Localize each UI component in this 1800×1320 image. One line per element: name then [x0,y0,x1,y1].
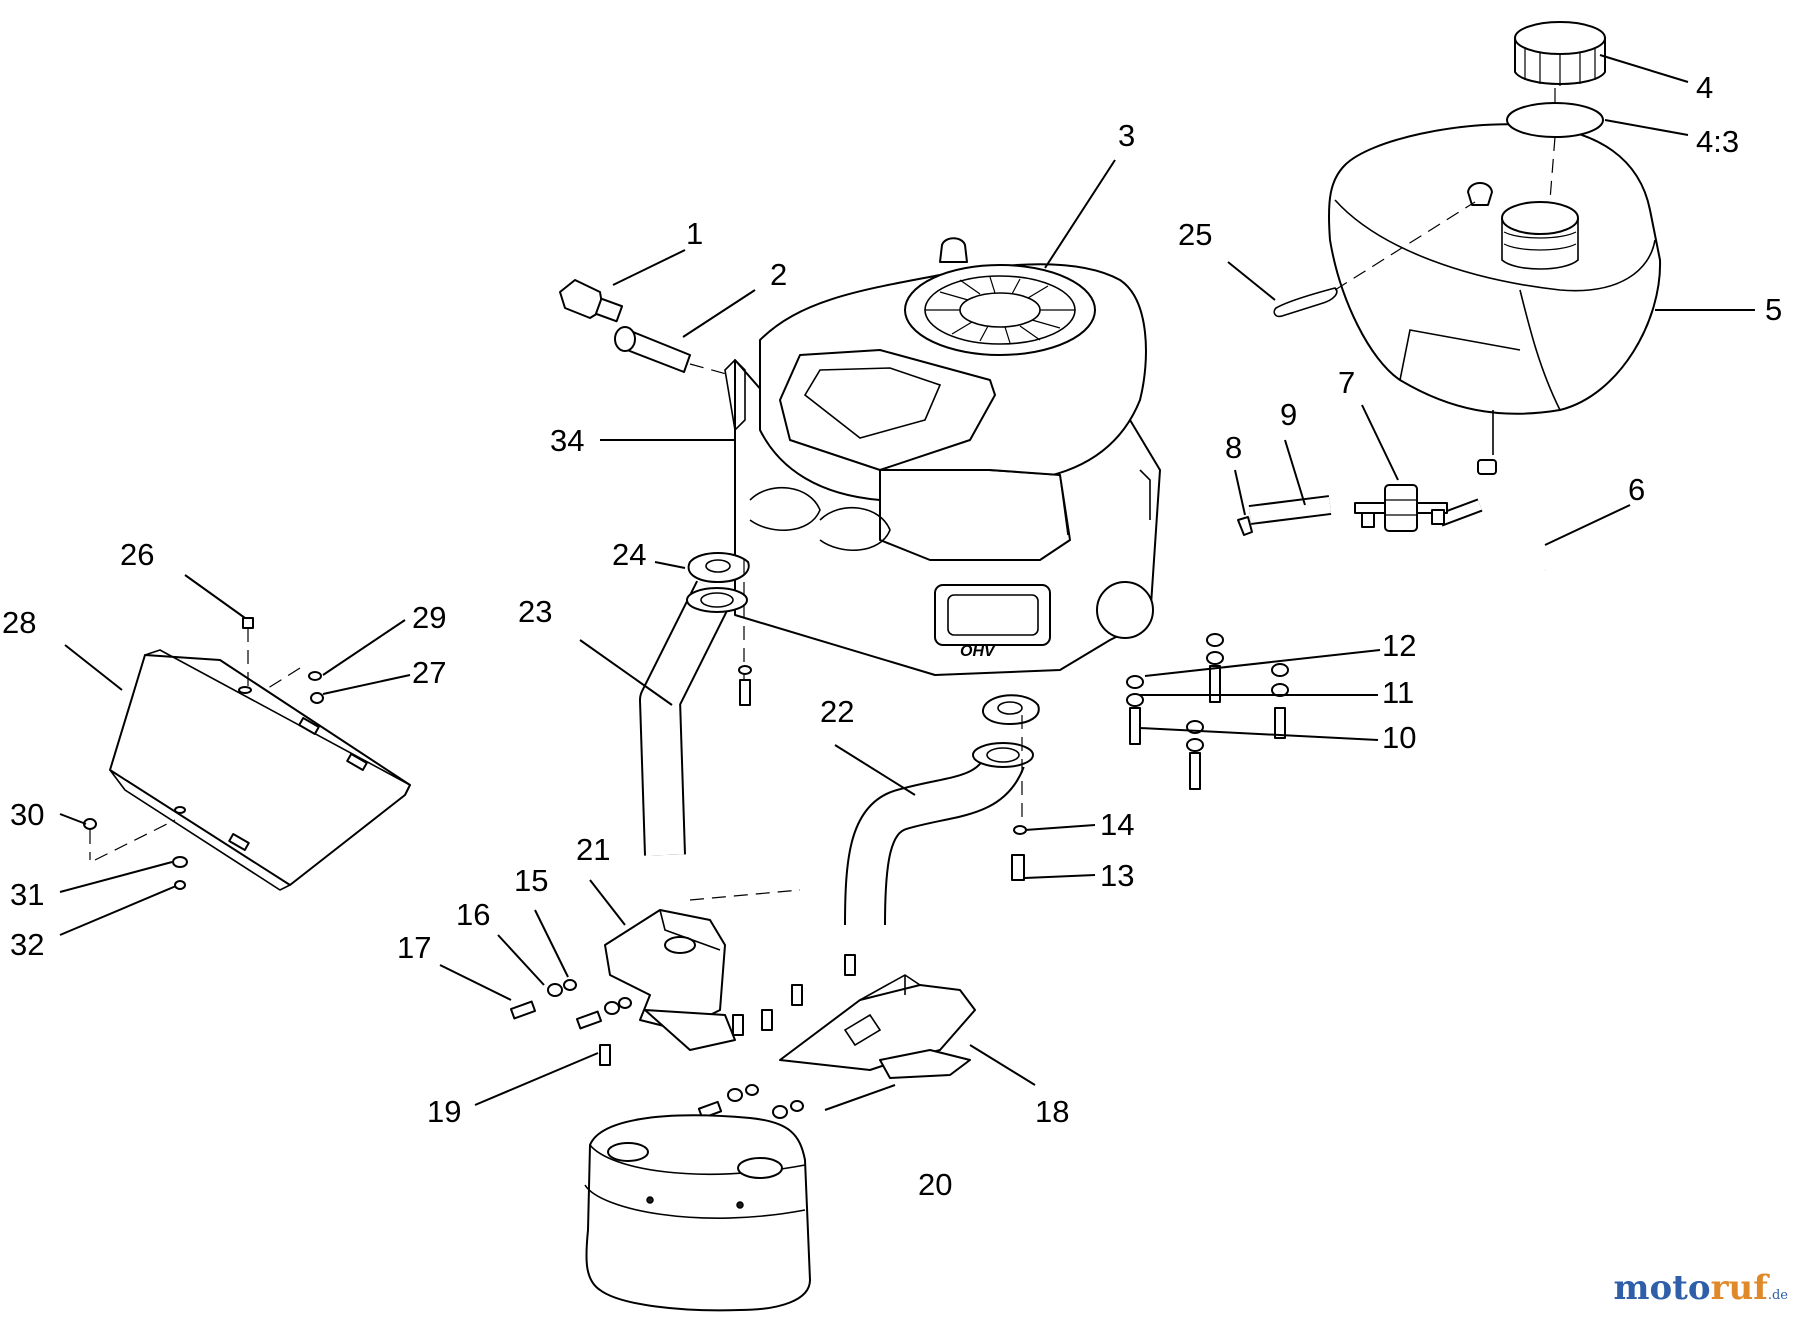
callout-6: 6 [1628,472,1645,507]
callout-12: 12 [1382,628,1416,663]
callout-3: 3 [1118,118,1135,153]
fuel-cap [1514,21,1606,86]
watermark-part2: ruf [1710,1268,1768,1308]
callout-labels: 1 2 3 4 4:3 5 6 7 8 9 10 11 12 13 14 15 … [2,70,1782,1202]
exhaust-pipe-right [844,742,1034,926]
bracket-18 [779,974,976,1079]
muffler [584,1114,811,1312]
callout-31: 31 [10,877,44,912]
callout-26: 26 [120,537,154,572]
callout-29: 29 [412,600,446,635]
callout-27: 27 [412,655,446,690]
gasket-24 [687,552,750,583]
callout-4-3: 4:3 [1696,124,1739,159]
callout-19: 19 [427,1094,461,1129]
primer [559,279,731,376]
engine: OHV [724,237,1161,676]
bolt-26 [242,617,254,629]
gasket-22 [982,694,1040,725]
callout-14: 14 [1100,807,1134,842]
watermark-part1: moto [1613,1268,1711,1308]
callout-5: 5 [1765,292,1782,327]
callout-15: 15 [514,863,548,898]
fuel-tank [1327,123,1662,455]
callout-9: 9 [1280,397,1297,432]
callout-23: 23 [518,594,552,629]
cap-gasket [1506,102,1604,138]
callout-16: 16 [456,897,490,932]
callout-22: 22 [820,694,854,729]
callout-34: 34 [550,423,584,458]
callout-11: 11 [1382,675,1414,710]
callout-2: 2 [770,257,787,292]
callout-13: 13 [1100,858,1134,893]
callout-30: 30 [10,797,44,832]
watermark-logo: motoruf.de [1614,1268,1788,1308]
callout-21: 21 [576,832,610,867]
callout-17: 17 [397,930,431,965]
callout-32: 32 [10,927,44,962]
callout-10: 10 [1382,720,1416,755]
callout-20: 20 [918,1167,952,1202]
watermark-tld: .de [1767,1288,1788,1303]
callout-28: 28 [2,605,36,640]
callout-25: 25 [1178,217,1212,252]
callout-1: 1 [686,216,703,251]
fuel-line [1237,459,1548,592]
callout-8: 8 [1225,430,1242,465]
leader-lines [59,54,1755,1111]
callout-18: 18 [1035,1094,1069,1129]
bracket-21 [604,909,736,1051]
callout-4: 4 [1696,70,1713,105]
exhaust-pipe-left [639,580,748,856]
callout-24: 24 [612,537,646,572]
heat-shield [109,649,411,891]
cotter-pin [1273,287,1338,318]
ohv-label: OHV [960,643,996,660]
callout-7: 7 [1338,365,1355,400]
